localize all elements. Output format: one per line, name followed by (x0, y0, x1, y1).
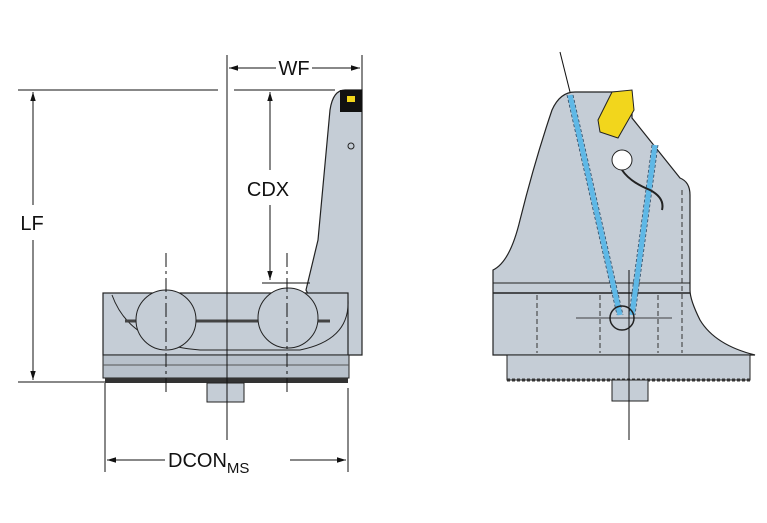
screw-hole (347, 142, 355, 150)
coolant-channels (567, 94, 658, 316)
cutting-insert (597, 89, 635, 139)
front-shank (611, 379, 649, 402)
right-bore (257, 287, 319, 349)
base-band (102, 354, 350, 379)
coolant-pipe (621, 169, 664, 211)
wf-label: WF (278, 58, 309, 80)
front-body (492, 91, 756, 356)
dcon-label: DCONMS (168, 450, 249, 477)
lf-label: LF (20, 213, 43, 235)
clamp-hole (611, 149, 633, 171)
shank (206, 382, 245, 403)
front-view (492, 51, 756, 440)
cdx-label: CDX (247, 179, 289, 201)
side-view: WF LF CDX DCONMS (18, 55, 363, 477)
tool-arm (305, 89, 363, 356)
insert-tip (347, 96, 355, 102)
